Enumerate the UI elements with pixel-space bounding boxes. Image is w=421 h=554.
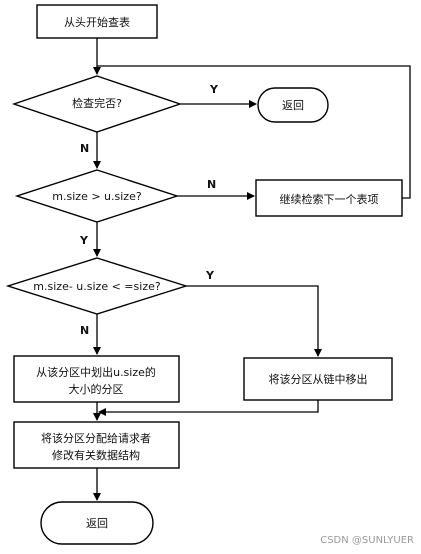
remove-partition-box: 将该分区从链中移出: [243, 357, 393, 401]
continue-search-box: 继续检索下一个表项: [255, 179, 403, 217]
return-bottom-terminal: 返回: [40, 501, 154, 545]
label-check-done-no: N: [80, 142, 89, 155]
connector-remove-merge: [98, 400, 319, 416]
continue-search-text: 继续检索下一个表项: [280, 192, 379, 206]
decision-size-compare: m.size > u.size?: [14, 169, 180, 223]
decision-check-done-text: 检查完否?: [72, 96, 122, 110]
split-partition-box: 从该分区中划出u.size的 大小的分区: [13, 355, 180, 403]
start-box: 从头开始查表: [36, 4, 158, 39]
label-check-done-yes: Y: [209, 83, 219, 96]
decision-size-compare-text: m.size > u.size?: [52, 190, 142, 203]
start-text: 从头开始查表: [64, 15, 130, 29]
label-size-diff-yes: Y: [205, 269, 215, 282]
connector-size-diff-yes: [186, 285, 322, 357]
alloc-line2-text: 修改有关数据结构: [52, 448, 140, 462]
alloc-line1-text: 将该分区分配给请求者: [41, 431, 151, 445]
label-size-compare-no: N: [207, 178, 216, 191]
decision-size-diff-text: m.size- u.size < =size?: [33, 280, 161, 293]
decision-check-done: 检查完否?: [11, 75, 183, 133]
watermark-text: CSDN @SUNLYUER: [320, 535, 414, 546]
return-bottom-text: 返回: [86, 517, 108, 530]
label-size-compare-yes: Y: [79, 234, 89, 247]
remove-line-text: 将该分区从链中移出: [269, 372, 368, 386]
connector-loop-back: [97, 65, 411, 199]
return-top-text: 返回: [282, 99, 304, 112]
label-size-diff-no: N: [80, 324, 89, 337]
split-line2-text: 大小的分区: [69, 382, 124, 396]
return-top-terminal: 返回: [257, 87, 329, 123]
split-line1-text: 从该分区中划出u.size的: [36, 365, 156, 379]
allocate-partition-box: 将该分区分配给请求者 修改有关数据结构: [13, 421, 180, 469]
decision-size-diff: m.size- u.size < =size?: [5, 257, 189, 315]
